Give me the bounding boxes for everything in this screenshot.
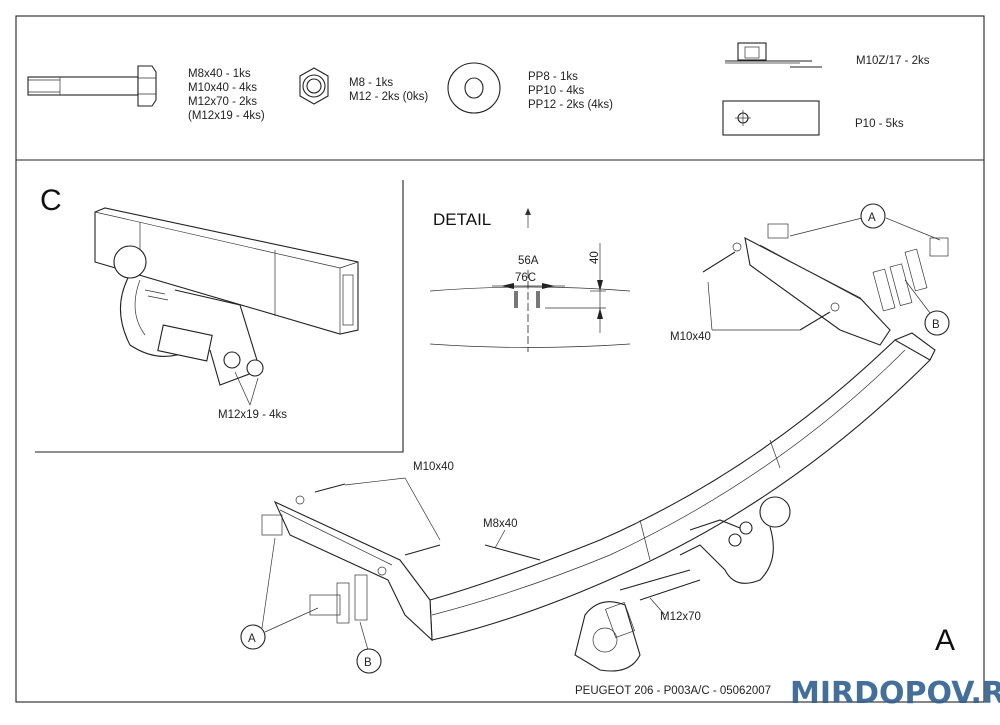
callout-letter: A [248, 633, 256, 645]
m12x70-label: M12x70 [660, 611, 701, 623]
washer-list-item: PP8 - 1ks [528, 71, 578, 83]
nut-icon [299, 67, 329, 105]
drawing-code: PEUGEOT 206 - P003A/C - 05062007 [575, 685, 771, 697]
leader-line [234, 371, 251, 406]
bolt-list-item: (M12x19 - 4ks) [188, 110, 265, 122]
bolt-list-item: M10x40 - 4ks [188, 82, 257, 94]
detail-title: DETAIL [433, 210, 491, 229]
leader-line [707, 281, 713, 331]
view-c-towbar-sketch [94, 207, 359, 386]
bolt-icon [27, 65, 157, 107]
view-a-letter: A [935, 624, 955, 657]
leader-line [649, 597, 666, 616]
leader-line [344, 477, 406, 486]
leader-line [494, 529, 506, 549]
m10x40-right-label: M10x40 [670, 331, 711, 343]
callout-a-left: A [240, 537, 319, 650]
washer-icon [447, 62, 501, 114]
bolt-list-item: M12x70 - 2ks [188, 96, 257, 108]
watermark: MIRDOPOV.RU [790, 676, 1000, 711]
towbar-crossbeam-sketch [261, 223, 949, 672]
view-c-frame [35, 180, 404, 453]
callout-letter: B [364, 657, 372, 669]
callout-letter: A [868, 212, 876, 224]
m10x40-left-label: M10x40 [413, 461, 454, 473]
plate-label: P10 - 5ks [855, 118, 904, 130]
washer-list-item: PP12 - 2ks (4ks) [528, 99, 613, 111]
callout-letter: B [932, 319, 940, 331]
m8x40-label: M8x40 [483, 518, 518, 530]
callout-b-left: B [356, 621, 382, 674]
leader-line [249, 377, 259, 406]
plate-icon [722, 100, 820, 136]
cage-nut-icon [725, 42, 822, 68]
cage-nut-label: M10Z/17 - 2ks [856, 55, 930, 67]
bolt-list-item: M8x40 - 1ks [188, 68, 251, 80]
view-c-letter: C [40, 184, 62, 217]
leader-line [404, 477, 441, 541]
arrow-up-icon [525, 208, 531, 228]
washer-list-item: PP10 - 4ks [528, 85, 584, 97]
detail-dim-76c: 76C [515, 272, 536, 284]
view-c-bolt-label: M12x19 - 4ks [218, 409, 287, 421]
drawing-frame [15, 15, 985, 703]
detail-dim-40: 40 [589, 251, 601, 264]
callout-a-right: A [789, 203, 941, 241]
detail-dim-56a: 56A [518, 255, 539, 267]
nut-list-item: M12 - 2ks (0ks) [349, 91, 428, 103]
callout-b-right: B [904, 279, 950, 336]
detail-section-sketch [429, 243, 631, 352]
nut-list-item: M8 - 1ks [349, 77, 393, 89]
